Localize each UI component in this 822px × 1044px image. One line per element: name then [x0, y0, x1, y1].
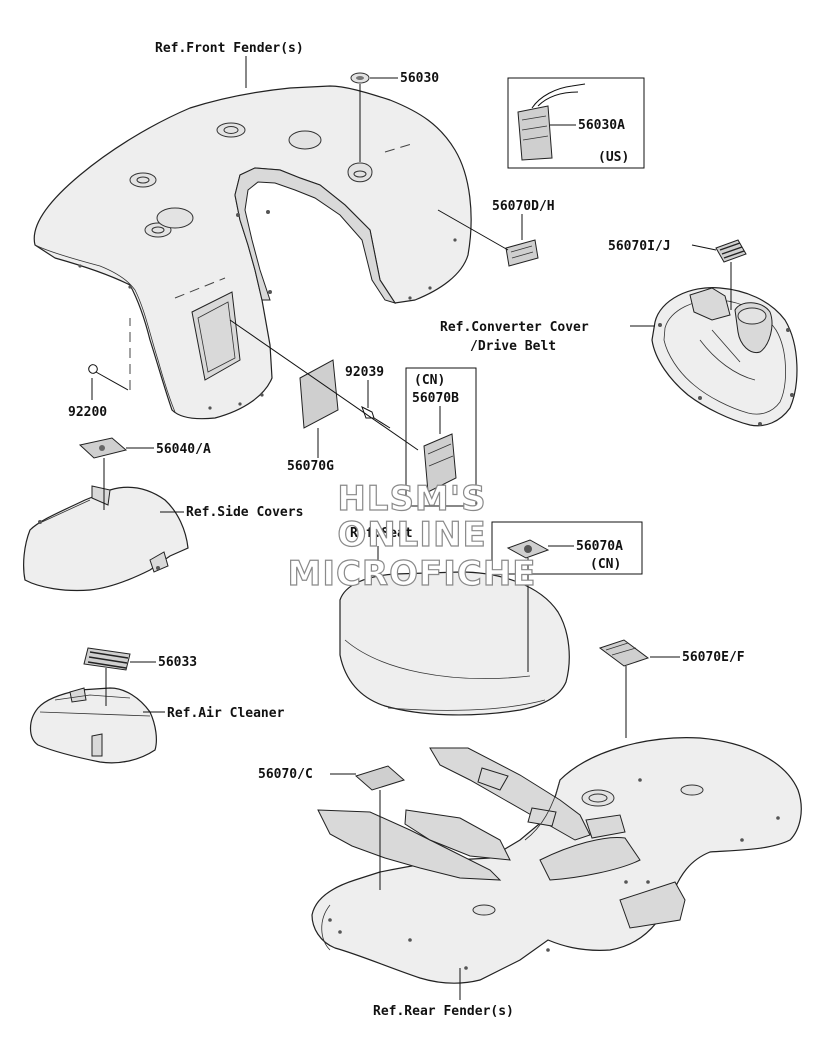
- ref-front-fender-label: Ref.Front Fender(s): [155, 41, 304, 56]
- part-92200-label: 92200: [68, 405, 107, 420]
- part-56070C-sticker: [330, 765, 406, 890]
- part-56070A-region: (CN): [590, 557, 621, 572]
- front-fender: [33, 85, 472, 420]
- part-56070G-label: 56070G: [287, 459, 334, 474]
- part-56033-sticker: [83, 647, 156, 706]
- part-56070EF-sticker: [598, 639, 680, 738]
- part-92039-screw: [361, 380, 391, 429]
- ref-converter-cover-label-2: /Drive Belt: [470, 339, 556, 354]
- part-56070C-label: 56070/C: [258, 767, 313, 782]
- part-56030A-box: [507, 77, 645, 169]
- watermark: HLSM'S ONLINE MICROFICHE: [287, 478, 536, 594]
- ref-air-cleaner-label: Ref.Air Cleaner: [167, 706, 285, 721]
- watermark-line-3: MICROFICHE: [287, 554, 536, 594]
- ref-converter-cover-label: Ref.Converter Cover: [440, 320, 589, 335]
- part-56070DH-sticker: [437, 209, 539, 267]
- part-92200-clip: [88, 318, 131, 400]
- watermark-line-2: ONLINE: [337, 515, 486, 555]
- part-56070B-region: (CN): [414, 373, 445, 388]
- part-56030A-label: 56030A: [578, 118, 625, 133]
- part-56070A-box: [491, 521, 643, 672]
- part-92039-label: 92039: [345, 365, 384, 380]
- seat: [339, 571, 570, 716]
- part-56070A-label: 56070A: [576, 539, 623, 554]
- part-56070B-box: [405, 367, 477, 507]
- ref-rear-fender-label: Ref.Rear Fender(s): [373, 1004, 514, 1019]
- converter-cover: [651, 287, 798, 427]
- rear-fender: [311, 737, 802, 984]
- side-cover: [23, 485, 189, 592]
- part-56040A-label: 56040/A: [156, 442, 211, 457]
- part-56070EF-label: 56070E/F: [682, 650, 745, 665]
- part-56070G-sticker: [229, 319, 419, 458]
- part-56030A-region: (US): [598, 150, 629, 165]
- part-56070B-label: 56070B: [412, 391, 459, 406]
- part-56030-label: 56030: [400, 71, 439, 86]
- air-cleaner: [29, 687, 157, 764]
- watermark-line-1: HLSM'S: [337, 479, 486, 519]
- ref-seat-label: Ref.Seat: [350, 526, 413, 541]
- part-56030-grommet: [350, 72, 398, 162]
- ref-side-covers-label: Ref.Side Covers: [186, 505, 303, 520]
- part-56070IJ-label: 56070I/J: [608, 239, 671, 254]
- part-56033-label: 56033: [158, 655, 197, 670]
- part-56040A-sticker: [78, 437, 154, 510]
- part-56070DH-label: 56070D/H: [492, 199, 555, 214]
- part-56070IJ-sticker: [691, 239, 747, 310]
